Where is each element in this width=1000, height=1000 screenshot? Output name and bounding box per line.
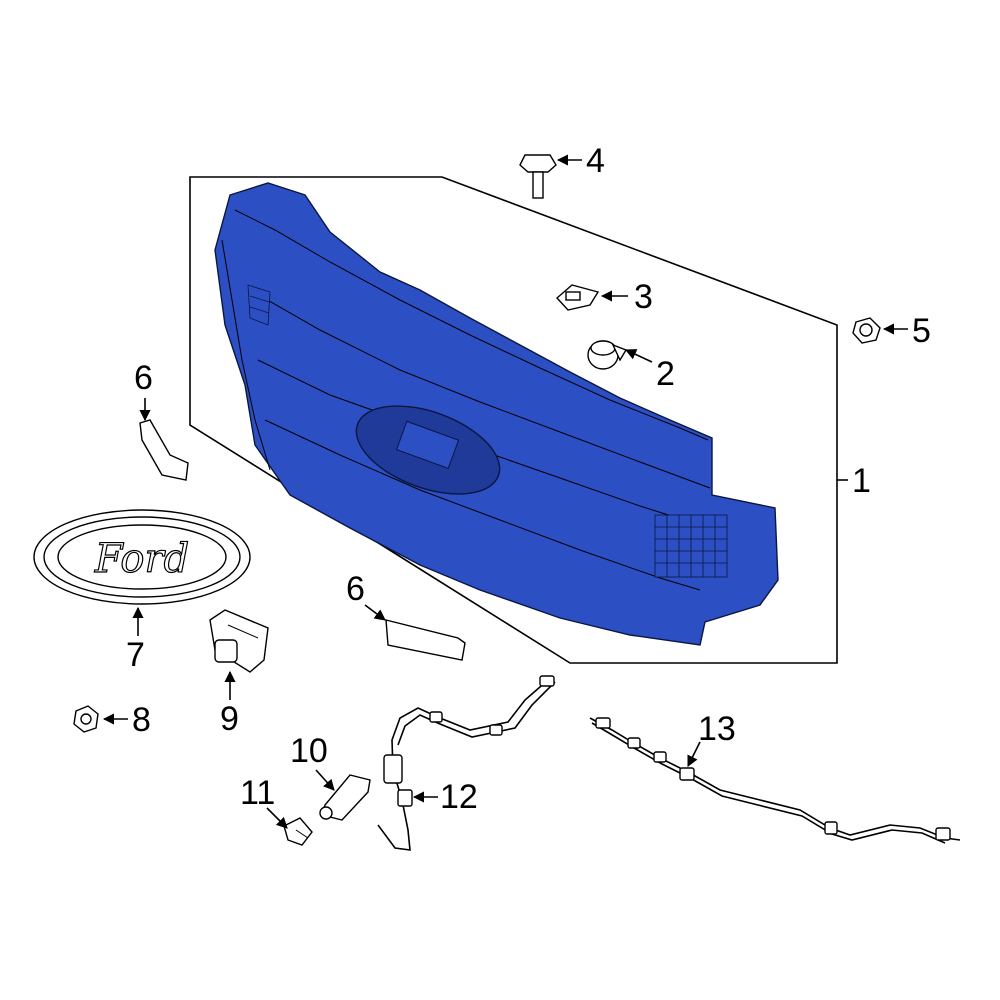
callout-leader-2 bbox=[624, 349, 653, 363]
grille-bar-lower bbox=[264, 419, 701, 591]
callout-4: 4 bbox=[586, 142, 605, 180]
grille-top-rail bbox=[234, 209, 709, 441]
harness-part-13[interactable] bbox=[589, 717, 961, 844]
bracket-part-lower[interactable] bbox=[385, 619, 466, 661]
callout-1: 1 bbox=[852, 462, 871, 500]
callout-9: 9 bbox=[220, 700, 239, 738]
harness-part-12[interactable] bbox=[377, 675, 556, 851]
connector-part[interactable] bbox=[283, 817, 313, 846]
camera-part[interactable] bbox=[319, 774, 371, 821]
callout-leader-11 bbox=[266, 807, 288, 829]
grille-bar-upper bbox=[249, 289, 711, 489]
grille-body bbox=[214, 182, 779, 646]
callout-6-lower: 6 bbox=[346, 570, 365, 608]
clip-part[interactable] bbox=[555, 284, 600, 311]
callout-leader-13 bbox=[687, 741, 701, 768]
emblem-text: Ford bbox=[94, 536, 189, 582]
callout-5: 5 bbox=[912, 312, 931, 350]
callout-6-upper: 6 bbox=[134, 359, 153, 397]
grille-emblem-tab bbox=[395, 420, 460, 469]
assembly-boundary bbox=[189, 176, 838, 664]
bolt-part[interactable] bbox=[519, 154, 557, 199]
callout-leader-10 bbox=[315, 769, 335, 791]
retainer-part[interactable] bbox=[587, 340, 628, 370]
nut-part-8[interactable] bbox=[73, 705, 99, 733]
callout-13: 13 bbox=[698, 710, 736, 748]
grille-right-mesh bbox=[654, 514, 728, 578]
callout-leader-6b bbox=[364, 604, 386, 621]
callout-8: 8 bbox=[132, 701, 151, 739]
grille-left-mesh bbox=[247, 284, 271, 326]
callout-12: 12 bbox=[440, 778, 478, 816]
callout-10: 10 bbox=[290, 732, 328, 770]
callout-7: 7 bbox=[126, 636, 145, 674]
callout-11: 11 bbox=[240, 774, 275, 812]
callout-3: 3 bbox=[634, 278, 653, 316]
bracket-part-upper[interactable] bbox=[139, 419, 189, 481]
nut-part-5[interactable] bbox=[852, 317, 881, 344]
sensor-part[interactable] bbox=[209, 609, 269, 673]
grille-left-frame bbox=[221, 239, 271, 471]
callout-2: 2 bbox=[656, 355, 675, 393]
grille-assembly[interactable] bbox=[214, 182, 779, 646]
emblem-part[interactable]: Ford bbox=[33, 509, 251, 605]
